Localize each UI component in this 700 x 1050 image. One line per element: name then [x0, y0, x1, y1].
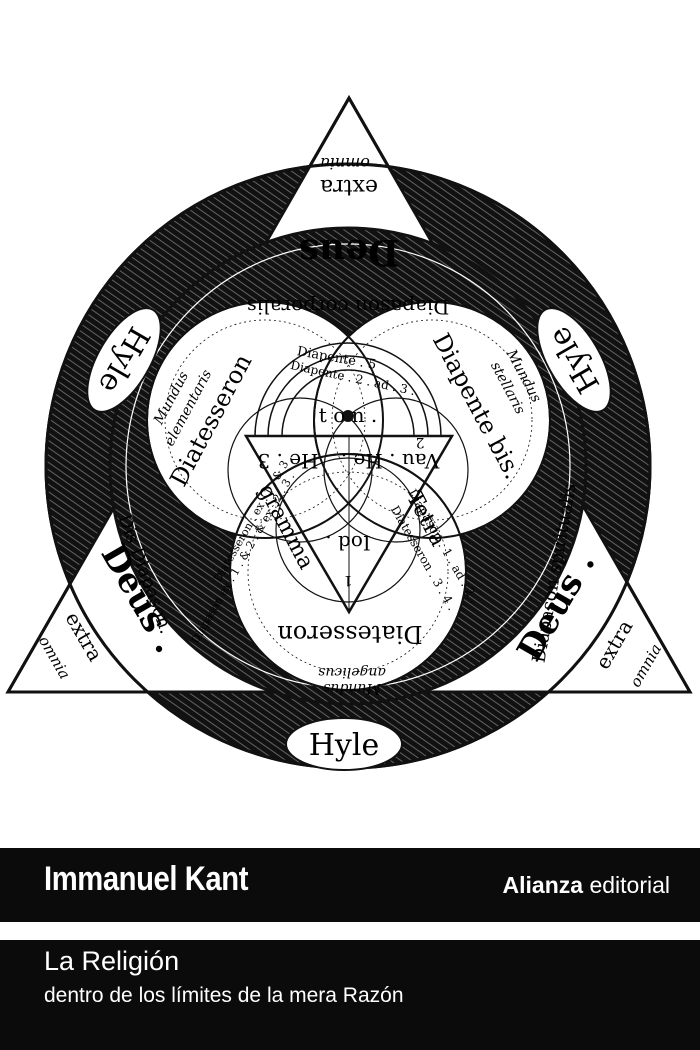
- publisher-suffix: editorial: [589, 872, 670, 898]
- mundus-angelicus-1: Mundus: [323, 680, 382, 696]
- iod: Iod .: [325, 531, 370, 555]
- ton: t o n .: [319, 403, 377, 427]
- hyle-oval-right: [536, 307, 612, 413]
- num-2: 2: [416, 434, 425, 450]
- deus-top: Deus: [299, 231, 400, 273]
- book-subtitle: dentro de los límites de la mera Razón: [44, 984, 404, 1007]
- diatesseron-bottom: Diatesseron: [277, 620, 422, 648]
- diapason-corporalis: Diapason corporalis: [247, 295, 450, 319]
- title-band: La Religión dentro de los límites de la …: [0, 940, 700, 1050]
- book-title: La Religión: [44, 946, 180, 976]
- he-3: He . 3: [257, 449, 318, 473]
- mundus-angelicus-2: angelicus: [318, 664, 386, 680]
- publisher-logo: Alianza editorial: [503, 872, 670, 899]
- hyle-bottom: Hyle: [309, 728, 379, 763]
- publisher-name: Alianza: [502, 872, 584, 898]
- author-name: Immanuel Kant: [44, 860, 249, 898]
- vau-he: Vau . He .: [341, 449, 440, 473]
- extra-top: extra: [320, 174, 378, 199]
- hyle-oval-bottom: [285, 717, 403, 771]
- cover-illustration: Deus extra omnia Deus . extra omnia Deus…: [5, 94, 693, 771]
- hyle-oval-left: [86, 307, 162, 413]
- num-1: 1: [344, 572, 353, 588]
- omnia-top: omnia: [320, 154, 370, 173]
- author-band: Immanuel Kant Alianza editorial: [0, 848, 700, 922]
